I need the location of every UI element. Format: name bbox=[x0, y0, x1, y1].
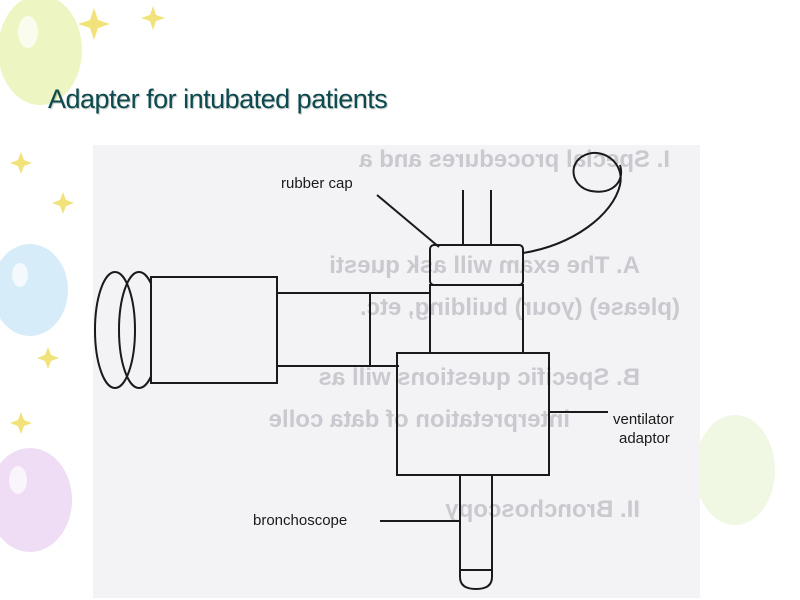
line-art bbox=[94, 152, 623, 591]
sparkles bbox=[10, 6, 165, 434]
balloon-yellow-green bbox=[0, 0, 82, 105]
balloon-green-right bbox=[695, 415, 775, 525]
tube-oval-left bbox=[94, 271, 136, 389]
bleed-line-2: A. The exam will ask questi bbox=[329, 252, 640, 279]
slide-title: Adapter for intubated patients bbox=[48, 84, 388, 114]
ventilator-adaptor-box bbox=[396, 352, 550, 476]
bleed-line-4: B. Specific questions will as bbox=[319, 364, 640, 391]
scope-cable bbox=[522, 152, 623, 254]
scope-bottom bbox=[459, 475, 493, 591]
tube-body bbox=[150, 276, 278, 384]
label-bronchoscope: bronchoscope bbox=[253, 512, 347, 529]
bleed-line-5: interpretation of data colle bbox=[269, 406, 570, 433]
label-ventilator-adaptor-line1: ventilator bbox=[613, 411, 674, 428]
bleed-line-1: I. Special procedures and a bbox=[359, 146, 670, 173]
balloon-blue bbox=[0, 244, 68, 336]
balloon-purple bbox=[0, 448, 72, 552]
rubber-cap-leader bbox=[376, 194, 440, 248]
bleed-line-3: (please) (your) building, etc. bbox=[360, 294, 680, 321]
label-ventilator-adaptor-line2: adaptor bbox=[619, 430, 670, 447]
bleed-line-6: II. Bronchoscopy bbox=[445, 496, 640, 523]
adapter-diagram: I. Special procedures and a A. The exam … bbox=[93, 145, 700, 598]
bleed-through-text: I. Special procedures and a A. The exam … bbox=[269, 146, 680, 523]
label-rubber-cap: rubber cap bbox=[281, 175, 353, 192]
